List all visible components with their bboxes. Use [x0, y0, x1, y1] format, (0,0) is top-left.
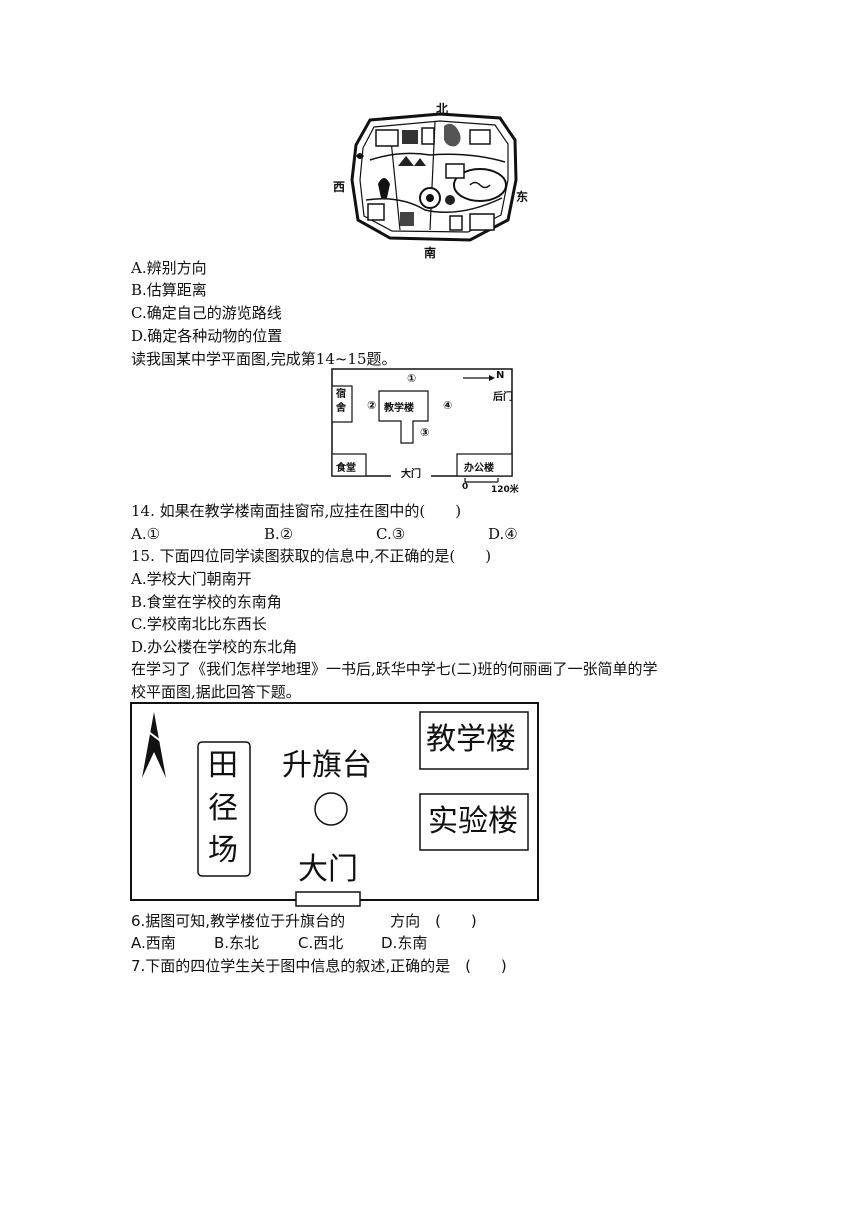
map1-teaching-label: 教学楼	[384, 403, 414, 414]
q14-option-b: B.②	[264, 525, 294, 543]
school-map-1: ① ② ③ ④ N 宿舍 教学楼 后门 食堂 大门 办公楼 0 120米	[331, 368, 531, 496]
map2-teaching-label: 教学楼	[426, 722, 516, 757]
map2-field-label-2: 径	[208, 791, 238, 826]
map2-gate-label: 大门	[298, 852, 358, 887]
north-arrow-icon	[142, 712, 166, 778]
map1-marker-1: ①	[407, 372, 417, 385]
map2-lab-label: 实验楼	[428, 804, 518, 839]
map1-marker-4: ④	[443, 399, 453, 412]
map1-marker-3: ③	[420, 426, 430, 439]
school-map-1-drawing	[331, 368, 513, 483]
q6-option-b: B.东北	[214, 934, 260, 952]
map1-scale-zero: 0	[462, 482, 469, 492]
zoo-east-label: 东	[516, 190, 529, 204]
q15-option-b: B.食堂在学校的东南角	[131, 593, 282, 611]
school-map-2-drawing	[130, 702, 539, 907]
zoo-south-label: 南	[424, 246, 437, 260]
map2-field-label-1: 田	[208, 748, 238, 783]
map2-field-label-3: 场	[208, 833, 238, 868]
map1-dorm-label: 宿舍	[336, 389, 346, 414]
q15-stem: 15. 下面四位同学读图获取的信息中,不正确的是( )	[131, 547, 492, 565]
map1-north-label: N	[496, 370, 505, 381]
intro-6-7-line2: 校平面图,据此回答下题。	[131, 683, 301, 701]
q14-option-c: C.③	[376, 525, 406, 543]
q14-option-a: A.①	[131, 525, 161, 543]
q6-option-a: A.西南	[131, 934, 176, 952]
zoo-north-label: 北	[436, 102, 449, 116]
q7-stem: 7.下面的四位学生关于图中信息的叙述,正确的是 ( )	[131, 957, 507, 975]
q15-option-c: C.学校南北比东西长	[131, 615, 267, 633]
q13-option-c: C.确定自己的游览路线	[131, 304, 282, 322]
zoo-map: 北 南 西 东	[330, 100, 530, 260]
q15-option-a: A.学校大门朝南开	[131, 570, 252, 588]
q14-option-d: D.④	[488, 525, 518, 543]
map1-back-gate-label: 后门	[493, 392, 513, 403]
q13-option-a: A.辨别方向	[131, 259, 207, 277]
zoo-map-drawing	[350, 112, 518, 242]
intro-6-7-line1: 在学习了《我们怎样学地理》一书后,跃华中学七(二)班的何丽画了一张简单的学	[131, 660, 658, 678]
map1-scale-120: 120米	[491, 485, 519, 495]
q13-option-d: D.确定各种动物的位置	[131, 327, 283, 345]
q14-stem: 14. 如果在教学楼南面挂窗帘,应挂在图中的( )	[131, 502, 462, 520]
q6-stem: 6.据图可知,教学楼位于升旗台的 方向 ( )	[131, 912, 477, 930]
zoo-west-label: 西	[333, 180, 346, 194]
q6-option-c: C.西北	[298, 934, 344, 952]
q6-option-d: D.东南	[381, 934, 428, 952]
map1-marker-2: ②	[367, 399, 377, 412]
q15-option-d: D.办公楼在学校的东北角	[131, 638, 298, 656]
intro-14-15: 读我国某中学平面图,完成第14~15题。	[131, 350, 397, 368]
map2-flag-label: 升旗台	[282, 748, 372, 783]
q13-option-b: B.估算距离	[131, 281, 207, 299]
school-map-2: 田 径 场 升旗台 教学楼 实验楼 大门	[130, 702, 541, 908]
map1-office-label: 办公楼	[464, 463, 494, 474]
map1-gate-label: 大门	[401, 469, 421, 480]
map1-canteen-label: 食堂	[336, 463, 356, 474]
